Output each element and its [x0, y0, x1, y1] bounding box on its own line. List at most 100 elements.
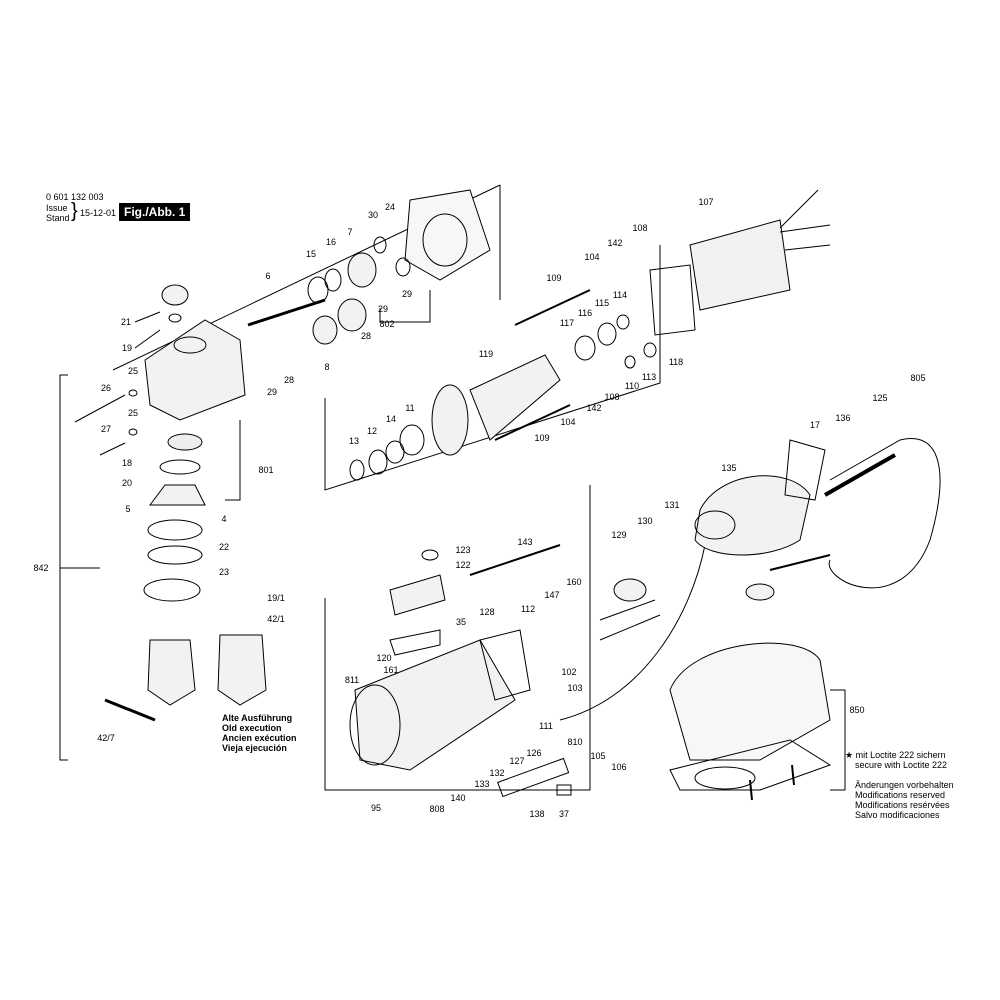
bracket-801 [225, 420, 241, 501]
handle-opening [694, 510, 736, 540]
loctite-note-en: secure with Loctite 222 [855, 760, 948, 770]
callout-115: 115 [595, 298, 609, 308]
callout-8: 8 [324, 362, 329, 372]
gear-29 [337, 298, 367, 332]
ring-116 [597, 322, 617, 346]
callout-26: 26 [101, 383, 111, 393]
washer-25a [128, 389, 138, 397]
callout-127: 127 [509, 756, 524, 766]
callout-106: 106 [611, 762, 626, 772]
callout-132: 132 [489, 768, 504, 778]
button-123 [421, 549, 439, 561]
leader-19 [134, 329, 161, 349]
field-frame-118 [649, 264, 696, 336]
group-box-housing [324, 485, 591, 791]
cap-21 [161, 284, 189, 306]
callout-142b: 142 [586, 403, 601, 413]
chuck-842 [147, 639, 196, 706]
ring-23 [143, 578, 201, 602]
callout-120: 120 [376, 653, 391, 663]
callout-28b: 28 [284, 375, 294, 385]
callout-811: 811 [345, 675, 359, 685]
callout-138: 138 [529, 809, 544, 819]
screw-26 [74, 394, 126, 423]
callout-95: 95 [371, 803, 381, 813]
callout-109a: 109 [546, 273, 561, 283]
callout-142a: 142 [607, 238, 622, 248]
callout-136: 136 [835, 413, 850, 423]
field-lead-2 [779, 224, 831, 233]
washer-13 [349, 459, 365, 481]
modifications-de: Änderungen vorbehalten [855, 780, 954, 790]
callout-808: 808 [429, 804, 444, 814]
label-37 [556, 784, 572, 796]
nut-19 [168, 313, 182, 323]
gear-7 [347, 252, 377, 288]
loctite-note-de: ★ mit Loctite 222 sichern [845, 750, 946, 760]
callout-20: 20 [122, 478, 132, 488]
screw-109a [514, 289, 591, 326]
callout-117: 117 [560, 318, 574, 328]
gear-head-boss [173, 336, 207, 354]
callout-17: 17 [810, 420, 820, 430]
callout-122: 122 [455, 560, 470, 570]
label-138 [497, 757, 570, 798]
issue-brace: } [71, 200, 78, 222]
callout-104a: 104 [584, 252, 599, 262]
callout-140: 140 [450, 793, 465, 803]
callout-143: 143 [517, 537, 532, 547]
bearing-plate-hole [422, 213, 468, 267]
callout-161: 161 [383, 665, 398, 675]
callout-123: 123 [455, 545, 470, 555]
callout-842: 842 [33, 563, 48, 573]
loctite-note: ★ mit Loctite 222 sichern secure with Lo… [845, 750, 947, 770]
modifications-es: Salvo modificaciones [855, 810, 940, 820]
callout-133: 133 [474, 779, 489, 789]
callout-160: 160 [566, 577, 581, 587]
callout-810: 810 [567, 737, 582, 747]
callout-103: 103 [567, 683, 582, 693]
bearing-plate [404, 189, 491, 281]
callout-102: 102 [561, 667, 576, 677]
capacitor-129 [613, 578, 647, 602]
callout-118: 118 [669, 357, 683, 367]
old-execution-fr: Ancien exécution [222, 733, 297, 743]
modifications-fr: Modifications resérvées [855, 800, 950, 810]
callout-37: 37 [559, 809, 569, 819]
field-coil-107 [689, 219, 791, 311]
callout-18: 18 [122, 458, 132, 468]
callout-108b: 108 [604, 392, 619, 402]
washer-110 [624, 355, 636, 369]
callout-112: 112 [521, 604, 535, 614]
washer-113 [643, 342, 657, 358]
field-lead-3 [784, 244, 831, 251]
callout-42-7: 42/7 [97, 733, 115, 743]
ring-22 [147, 545, 203, 565]
bearing-11 [399, 424, 425, 456]
callout-28a: 28 [361, 331, 371, 341]
callout-22: 22 [219, 542, 229, 552]
callout-850: 850 [849, 705, 864, 715]
callout-104b: 104 [560, 417, 575, 427]
callout-30: 30 [368, 210, 378, 220]
part-number: 0 601 132 003 [46, 192, 104, 202]
modifications-en: Modifications reserved [855, 790, 946, 800]
base-plate [669, 739, 832, 791]
modifications-note: Änderungen vorbehalten Modifications res… [855, 780, 954, 820]
bearing-15 [307, 276, 329, 304]
screw-850b [791, 764, 795, 786]
callout-108a: 108 [632, 223, 647, 233]
callout-119: 119 [479, 349, 493, 359]
callout-128: 128 [479, 607, 494, 617]
chuck-key-42-7 [104, 698, 156, 722]
strip-143 [469, 544, 561, 576]
bracket-850 [830, 689, 846, 791]
screw-109b [494, 404, 571, 441]
callout-126: 126 [526, 748, 541, 758]
bearing-117 [574, 335, 596, 361]
washer-12 [368, 449, 388, 475]
callout-24: 24 [385, 202, 395, 212]
callout-114: 114 [613, 290, 627, 300]
sleeve-4 [147, 519, 203, 541]
